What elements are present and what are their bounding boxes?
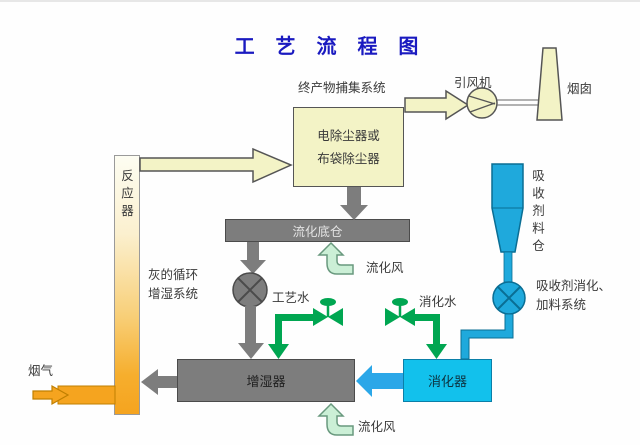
chimney-label: 烟囱 (567, 81, 593, 96)
fan-icon (466, 87, 498, 119)
product-collection-label: 终产物捕集系统 (298, 80, 386, 95)
fluidizing-air-bottom-label: 流化风 (358, 419, 396, 434)
bin-to-valve-arrow (240, 242, 266, 274)
humidifier-label: 增湿器 (246, 375, 286, 390)
fluidizing-air-arrow-bottom (317, 402, 354, 436)
fan-label: 引风机 (454, 75, 492, 90)
reactor-to-collector-arrow (139, 147, 293, 184)
process-water-label: 工艺水 (272, 290, 310, 305)
fluidizing-air-top-label: 流化风 (366, 260, 404, 275)
humidifier-box: 增湿器 (177, 359, 355, 402)
collector-to-fan-arrow (404, 89, 470, 121)
fluidized-bin-label: 流化底仓 (292, 224, 343, 239)
chimney-shape (536, 47, 563, 121)
valve-to-digester-pipe (460, 313, 514, 360)
dust-collector-box: 电除尘器或 布袋除尘器 (293, 107, 404, 187)
digester-box: 消化器 (403, 359, 492, 402)
valve-to-humidifier-pipe (238, 306, 264, 359)
humidifier-to-reactor-arrow (141, 369, 177, 395)
fluidizing-air-arrow-top (317, 241, 354, 275)
process-water-valve-icon (268, 298, 343, 359)
dust-collector-label-line1: 电除尘器或 (317, 128, 380, 143)
absorbent-system-label: 吸收剂消化、 加料系统 (536, 276, 611, 314)
reactor-label: 反应器 (119, 169, 134, 222)
flue-gas-arrow (32, 384, 70, 406)
reactor-column (114, 155, 140, 415)
page-title: 工 艺 流 程 图 (234, 34, 426, 58)
digester-to-humidifier-arrow (356, 365, 403, 397)
rotary-valve-blue-icon (492, 281, 526, 315)
rotary-valve-gray-icon (232, 272, 268, 308)
absorbent-silo-label: 吸收剂料仓 (530, 169, 545, 257)
ash-recycle-label: 灰的循环 增湿系统 (148, 265, 198, 303)
ash-recycle-label-line2: 增湿系统 (148, 286, 199, 301)
flue-gas-label: 烟气 (28, 363, 54, 378)
absorbent-system-label-line1: 吸收剂消化、 (536, 278, 612, 293)
absorbent-system-label-line2: 加料系统 (536, 297, 587, 312)
fan-to-chimney-duct (497, 99, 540, 106)
dust-collector-label-line2: 布袋除尘器 (317, 151, 380, 166)
digestion-water-label: 消化水 (419, 294, 457, 309)
fluidized-bin-bar: 流化底仓 (225, 219, 410, 242)
collector-to-bin-arrow (340, 187, 368, 220)
absorbent-silo-shape (491, 163, 524, 283)
flue-gas-duct (57, 385, 116, 405)
ash-recycle-label-line1: 灰的循环 (148, 267, 199, 282)
digester-label: 消化器 (427, 375, 467, 390)
